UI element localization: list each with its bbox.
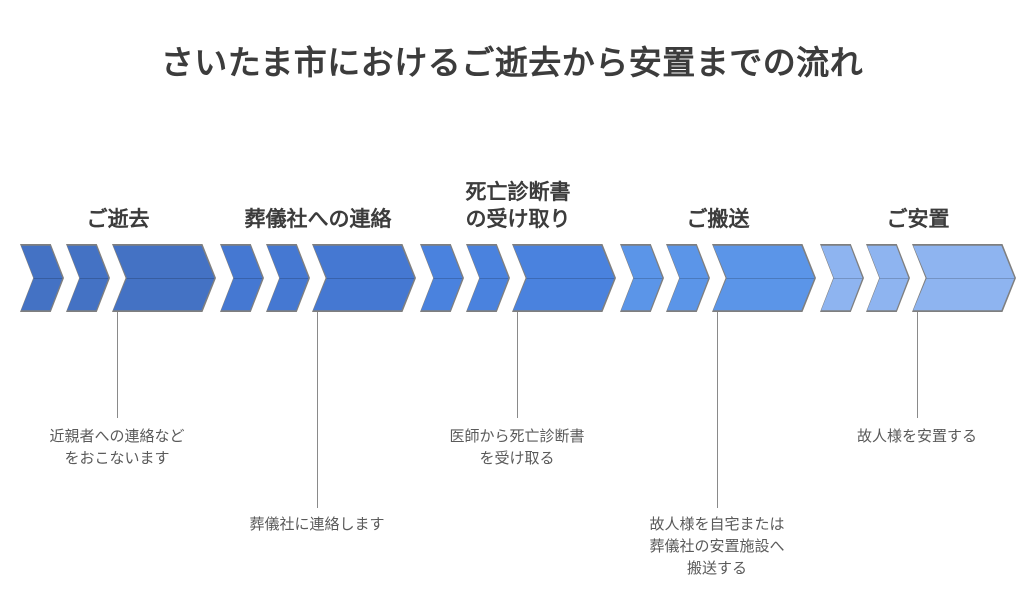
chevron-small-icon <box>220 244 264 312</box>
chevron-seam <box>221 278 263 279</box>
chevron-seam <box>67 278 109 279</box>
step-4-chevron-group <box>618 244 818 312</box>
chevron-fill <box>821 245 863 311</box>
chevron-small-icon <box>266 244 310 312</box>
chevron-seam <box>267 278 309 279</box>
chevron-seam <box>421 278 463 279</box>
chevron-seam <box>913 278 1015 279</box>
flow-step-5[interactable]: ご安置 <box>818 140 1018 320</box>
connector-line-step-1 <box>117 312 118 418</box>
step-5-chevron-group <box>818 244 1018 312</box>
step-5-description: 故人様を安置する <box>856 428 977 445</box>
chevron-fill <box>713 245 815 311</box>
chevron-small-icon <box>866 244 910 312</box>
chevron-seam <box>667 278 709 279</box>
step-1-label: ご逝去 <box>86 208 150 232</box>
connector-line-step-4 <box>717 312 718 508</box>
step-4-label: ご搬送 <box>686 208 750 232</box>
chevron-fill <box>867 245 909 311</box>
chevron-seam <box>313 278 415 279</box>
chevron-fill <box>421 245 463 311</box>
chevron-seam <box>713 278 815 279</box>
step-3-chevron-group <box>418 244 618 312</box>
flow-step-1[interactable]: ご逝去 <box>18 140 218 320</box>
chevron-seam <box>513 278 615 279</box>
flow-step-3[interactable]: 死亡診断書 の受け取り <box>418 140 618 320</box>
step-1-chevron-group <box>18 244 218 312</box>
connector-line-step-2 <box>317 312 318 508</box>
chevron-small-icon <box>420 244 464 312</box>
step-3-label: 死亡診断書 の受け取り <box>465 181 571 232</box>
chevron-seam <box>821 278 863 279</box>
chevron-small-icon <box>820 244 864 312</box>
connector-line-step-3 <box>517 312 518 418</box>
chevron-small-icon <box>66 244 110 312</box>
chevron-small-icon <box>466 244 510 312</box>
step-5-label: ご安置 <box>886 208 950 232</box>
step-4-description: 故人様を自宅または 葬儀社の安置施設へ 搬送する <box>649 516 785 578</box>
page-title: さいたま市におけるご逝去から安置までの流れ <box>160 44 864 81</box>
process-flow-row: ご逝去 葬儀社への連絡 <box>0 140 1024 320</box>
chevron-seam <box>113 278 215 279</box>
chevron-fill <box>267 245 309 311</box>
chevron-fill <box>221 245 263 311</box>
chevron-large-icon <box>312 244 416 312</box>
chevron-seam <box>467 278 509 279</box>
chevron-large-icon <box>712 244 816 312</box>
chevron-large-icon <box>512 244 616 312</box>
flow-step-2[interactable]: 葬儀社への連絡 <box>218 140 418 320</box>
flow-step-4[interactable]: ご搬送 <box>618 140 818 320</box>
chevron-fill <box>621 245 663 311</box>
chevron-large-icon <box>912 244 1016 312</box>
connector-line-step-5 <box>917 312 918 418</box>
chevron-fill <box>67 245 109 311</box>
chevron-small-icon <box>620 244 664 312</box>
chevron-fill <box>467 245 509 311</box>
chevron-small-icon <box>666 244 710 312</box>
chevron-fill <box>113 245 215 311</box>
step-2-description: 葬儀社に連絡します <box>249 516 385 533</box>
chevron-seam <box>621 278 663 279</box>
chevron-seam <box>21 278 63 279</box>
chevron-fill <box>913 245 1015 311</box>
chevron-fill <box>513 245 615 311</box>
chevron-small-icon <box>20 244 64 312</box>
step-1-description: 近親者への連絡など をおこないます <box>49 428 185 468</box>
step-2-label: 葬儀社への連絡 <box>244 208 392 232</box>
step-2-chevron-group <box>218 244 418 312</box>
chevron-fill <box>21 245 63 311</box>
chevron-fill <box>313 245 415 311</box>
chevron-fill <box>667 245 709 311</box>
chevron-large-icon <box>112 244 216 312</box>
step-3-description: 医師から死亡診断書 を受け取る <box>449 428 585 468</box>
chevron-seam <box>867 278 909 279</box>
